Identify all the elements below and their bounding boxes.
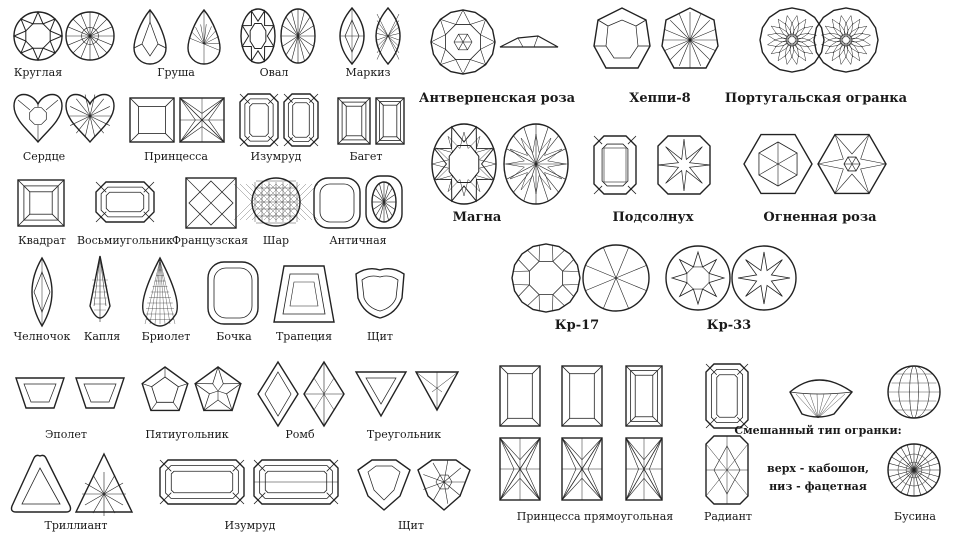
label-francuzskaya: Французская xyxy=(171,234,249,247)
baguette-cut-icon xyxy=(337,97,405,145)
label-markiz: Маркиз xyxy=(345,66,391,79)
label-antichnaya: Античная xyxy=(329,234,387,247)
label-treugolnik: Треугольник xyxy=(366,428,442,441)
label-grusha: Груша xyxy=(157,66,195,79)
label-trapeciya: Трапеция xyxy=(275,330,333,343)
square-cut-icon xyxy=(17,179,65,227)
happy-8-icon xyxy=(593,7,719,69)
pentagon-cut-icon xyxy=(141,365,242,412)
pear-cut-icon xyxy=(133,8,221,65)
label-chelnochok: Челночок xyxy=(13,330,71,343)
epaulet-cut-icon xyxy=(15,377,125,409)
octagon-cut-icon xyxy=(95,181,155,223)
princess-cut-icon xyxy=(129,97,225,143)
trilliant-cut-icon xyxy=(10,452,134,516)
label-kaplya: Капля xyxy=(83,330,121,343)
label-shchit: Щит xyxy=(367,330,393,343)
label-princessa: Принцесса xyxy=(144,150,208,163)
label-trilliant: Триллиант xyxy=(44,519,108,532)
heart-cut-icon xyxy=(13,93,115,144)
label-romb: Ромб xyxy=(285,428,315,441)
label-baget: Багет xyxy=(349,150,383,163)
label-briolet: Бриолет xyxy=(141,330,191,343)
label-kruglaya: Круглая xyxy=(13,66,63,79)
label-ognennaya: Огненная роза xyxy=(763,210,877,225)
oval-cut-icon xyxy=(240,8,316,64)
ball-cut-icon xyxy=(233,177,319,227)
round-cut-icon xyxy=(12,10,115,62)
magna-cut-icon xyxy=(431,123,569,205)
radiant-cut-icon xyxy=(705,363,749,505)
rhombus-cut-icon xyxy=(257,360,345,428)
french-cut-icon xyxy=(185,177,237,229)
portuguese-cut-icon xyxy=(759,7,879,73)
label-vosmiugolnik: Восьмиугольник xyxy=(76,234,174,247)
label-podsolnuh: Подсолнух xyxy=(612,210,694,225)
label-radiant: Радиант xyxy=(703,510,753,523)
label-heppi: Хеппи-8 xyxy=(629,91,691,106)
label-busina: Бусина xyxy=(894,510,936,523)
kr-17-icon xyxy=(511,243,650,313)
kr-33-icon xyxy=(665,245,797,311)
barrel-cut-icon xyxy=(207,261,259,325)
label-shar: Шар xyxy=(262,234,290,247)
label-epolet: Эполет xyxy=(45,428,87,441)
princess-rectangular-icon xyxy=(499,365,663,501)
label-shchit2: Щит xyxy=(398,519,424,532)
emerald-cut-icon xyxy=(239,93,319,147)
shield-cut-2-icon xyxy=(357,459,471,511)
label-antverpenskaya: Антверпенская роза xyxy=(418,91,576,106)
label-portugalskaya: Португальская огранка xyxy=(724,91,908,106)
label-serdce: Сердце xyxy=(22,150,66,163)
label-izumrud: Изумруд xyxy=(250,150,302,163)
label-izumrud2: Изумруд xyxy=(224,519,276,532)
antique-cut-icon xyxy=(313,175,403,229)
antwerp-rose-icon xyxy=(430,9,559,75)
triangle-cut-icon xyxy=(354,371,460,418)
label-smeshanny: Смешанный тип огранки: xyxy=(734,424,902,437)
marquise-cut-icon xyxy=(339,6,401,66)
bead-icon xyxy=(887,365,941,497)
briolette-cut-icon xyxy=(142,256,178,327)
sunflower-cut-icon xyxy=(593,135,711,195)
shuttle-cut-icon xyxy=(31,256,53,328)
label-verh: верх - кабошон, xyxy=(767,462,869,475)
label-bochka: Бочка xyxy=(216,330,252,343)
label-niz: низ - фацетная xyxy=(769,480,867,493)
shield-cut-icon xyxy=(355,267,405,319)
emerald-cut-long-icon xyxy=(159,459,339,505)
drop-cut-icon xyxy=(89,255,111,322)
label-oval: Овал xyxy=(259,66,289,79)
label-kr17: Кр-17 xyxy=(554,318,600,333)
label-magna: Магна xyxy=(452,210,502,225)
label-kr33: Кр-33 xyxy=(706,318,752,333)
fire-rose-icon xyxy=(743,133,887,195)
mixed-cut-icon xyxy=(789,379,854,419)
label-kvadrat: Квадрат xyxy=(18,234,66,247)
label-pyatiugolnik: Пятиугольник xyxy=(145,428,229,441)
trapeze-cut-icon xyxy=(273,265,335,323)
label-princessa-pryam: Принцесса прямоугольная xyxy=(516,510,674,523)
